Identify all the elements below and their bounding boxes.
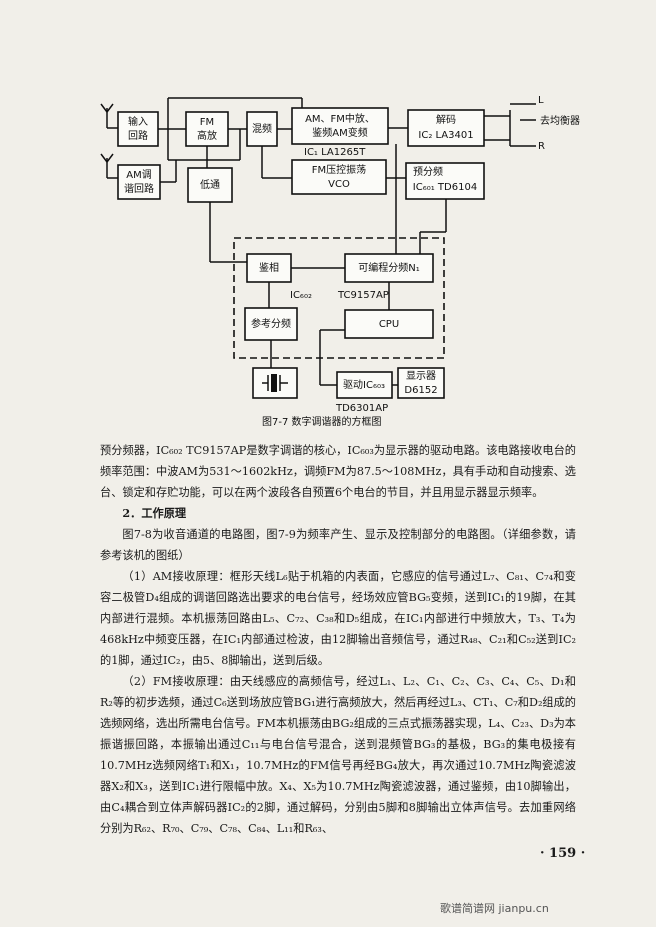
- lowpass-label: 低通: [200, 178, 220, 191]
- svg-text:鉴频AM变频: 鉴频AM变频: [312, 126, 367, 139]
- vco-block: [291, 159, 387, 195]
- section-heading: 2．工作原理: [122, 506, 187, 520]
- ic602-boundary: [233, 237, 445, 359]
- svg-text:IC₆₀₁ TD6104: IC₆₀₁ TD6104: [413, 182, 477, 193]
- lowpass-block: [187, 167, 233, 203]
- cpu-label: CPU: [379, 319, 399, 330]
- if-amp-label: AM、FM中放、: [305, 112, 375, 125]
- phase-detector-label: 鉴相: [259, 261, 279, 274]
- ref-divider-block: [244, 307, 298, 341]
- mixer-label: 混频: [252, 122, 272, 135]
- vco-label: FM压控振荡: [312, 163, 366, 176]
- svg-text:IC₂ LA3401: IC₂ LA3401: [418, 130, 473, 141]
- phase-detector-block: [246, 253, 292, 283]
- antenna-icon: [100, 153, 118, 179]
- svg-text:谐回路: 谐回路: [124, 182, 154, 195]
- input-circuit-label: 输入: [128, 115, 148, 128]
- fm-rf-amp-label: FM: [200, 117, 214, 128]
- paragraph: （2）FM接收原理：由天线感应的高频信号，经过L₁、L₂、C₁、C₂、C₃、C₄…: [100, 675, 576, 835]
- svg-text:VCO: VCO: [328, 179, 350, 190]
- driver-label: 驱动IC₆₀₃: [343, 379, 385, 391]
- prescaler-block: [405, 162, 485, 200]
- am-tuning-block: [117, 164, 161, 200]
- svg-text:高放: 高放: [197, 129, 217, 142]
- am-tuning-label: AM调: [126, 169, 151, 181]
- if-amp-block: [291, 107, 389, 145]
- decoder-label: 解码: [436, 113, 456, 126]
- display-label: 显示器: [406, 370, 436, 382]
- page-number: · 159 ·: [540, 846, 586, 861]
- prescaler-label: 预分频: [413, 165, 443, 178]
- display-block: [397, 367, 445, 399]
- tc9157-label: TC9157AP: [337, 290, 389, 301]
- ic602-label: IC₆₀₂: [290, 290, 312, 301]
- svg-text:D6152: D6152: [404, 385, 437, 396]
- ic1-label: IC₁ LA1265T: [304, 147, 366, 158]
- svg-text:回路: 回路: [128, 129, 148, 142]
- prog-divider-block: [344, 253, 434, 283]
- body-text: 预分频器，IC₆₀₂ TC9157AP是数字调谐的核心，IC₆₀₃为显示器的驱动…: [100, 440, 576, 839]
- watermark: 歌谱简谱网 jianpu.cn: [440, 902, 549, 915]
- antenna-icon: [100, 103, 118, 129]
- driver-block: [336, 371, 393, 399]
- ref-divider-label: 参考分频: [251, 317, 291, 330]
- paragraph: 预分频器，IC₆₀₂ TC9157AP是数字调谐的核心，IC₆₀₃为显示器的驱动…: [100, 444, 576, 499]
- figure-caption: 图7-7 数字调谐器的方框图: [262, 415, 382, 428]
- paragraph: 图7-8为收音通道的电路图，图7-9为频率产生、显示及控制部分的电路图。（详细参…: [100, 528, 576, 562]
- td6301-label: TD6301AP: [335, 403, 388, 414]
- signal-lines: [158, 97, 536, 386]
- paragraph: （1）AM接收原理：框形天线L₆贴于机箱的内表面，它感应的信号通过L₇、C₈₁、…: [100, 570, 576, 667]
- output-r-label: R: [538, 141, 545, 152]
- prog-divider-label: 可编程分频N₁: [358, 261, 420, 274]
- crystal-icon: [262, 374, 288, 392]
- mixer-block: [246, 111, 278, 147]
- input-circuit-block: [117, 111, 159, 147]
- output-l-label: L: [538, 95, 544, 106]
- block-diagram: 输入 回路 FM 高放 混频 AM、FM中放、 鉴频AM变频 IC₁ LA126…: [100, 95, 580, 428]
- equalizer-label: 去均衡器: [540, 115, 580, 127]
